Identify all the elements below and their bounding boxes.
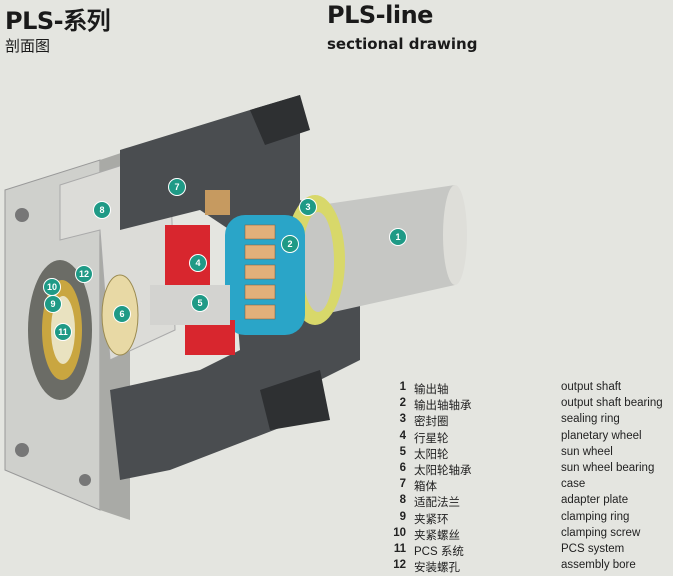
legend-zh-label: 夹紧环 — [414, 513, 449, 526]
legend-zh-label: 太阳轮 — [414, 448, 449, 461]
legend-en-label: output shaft — [561, 381, 622, 393]
legend-zh-label: 箱体 — [414, 481, 437, 494]
legend-number: 1 — [399, 381, 406, 393]
assembly-bore-hole — [15, 443, 29, 457]
legend-en-label: clamping ring — [561, 510, 630, 523]
legend-zh-label: 行星轮 — [414, 432, 449, 445]
legend-item: 11 PCS 系统 PCS system — [392, 543, 672, 559]
legend-zh-label: 输出轴轴承 — [414, 400, 472, 413]
marker-5: 5 — [191, 294, 209, 312]
legend-zh-label: 密封圈 — [414, 416, 449, 429]
planetary-wheel-lower — [185, 320, 235, 355]
legend-item: 8 适配法兰 adapter plate — [392, 494, 672, 510]
zh-subtitle: 剖面图 — [5, 37, 51, 55]
bearing-roller — [244, 224, 276, 240]
bearing-roller — [244, 304, 276, 320]
legend-en-label: sun wheel bearing — [561, 461, 655, 474]
legend-number: 4 — [399, 429, 406, 442]
legend-en-label: sealing ring — [561, 413, 620, 426]
bearing-roller — [244, 284, 276, 300]
legend-en-label: clamping screw — [561, 526, 641, 539]
legend-number: 10 — [393, 526, 406, 539]
legend-zh-label: 安装螺孔 — [414, 562, 460, 575]
legend-zh-label: 输出轴 — [414, 384, 449, 396]
marker-9: 9 — [44, 295, 62, 313]
marker-7: 7 — [168, 178, 186, 196]
legend-en-label: assembly bore — [561, 559, 636, 572]
zh-title: PLS-系列 — [5, 7, 111, 35]
marker-12: 12 — [75, 265, 93, 283]
sealing-ring-inner — [302, 212, 334, 312]
marker-6: 6 — [113, 305, 131, 323]
en-subtitle: sectional drawing — [327, 35, 478, 53]
legend-item: 4 行星轮 planetary wheel — [392, 430, 672, 446]
legend-en-label: adapter plate — [561, 494, 629, 507]
marker-11: 11 — [54, 323, 72, 341]
legend-item: 9 夹紧环 clamping ring — [392, 511, 672, 527]
legend-number: 8 — [399, 494, 406, 507]
legend-zh-label: 太阳轮轴承 — [414, 464, 472, 477]
marker-3: 3 — [299, 198, 317, 216]
legend-item: 1 输出轴 output shaft — [392, 381, 672, 397]
legend-number: 3 — [399, 413, 406, 426]
legend-zh-label: 夹紧螺丝 — [414, 529, 460, 542]
output-shaft — [320, 185, 455, 315]
legend-number: 9 — [399, 510, 406, 523]
oil-plug — [205, 190, 230, 215]
sun-wheel — [150, 285, 230, 325]
legend-item: 10 夹紧螺丝 clamping screw — [392, 527, 672, 543]
legend-item: 5 太阳轮 sun wheel — [392, 446, 672, 462]
legend-number: 12 — [393, 559, 406, 572]
legend-item: 3 密封圈 sealing ring — [392, 413, 672, 429]
en-title: PLS-line — [327, 1, 433, 29]
legend: 1 输出轴 output shaft 2 输出轴轴承 output shaft beari… — [392, 381, 672, 575]
bearing-roller — [244, 244, 276, 260]
assembly-bore-hole — [79, 474, 91, 486]
legend-item: 12 安装螺孔 assembly bore — [392, 559, 672, 575]
assembly-bore-hole — [15, 208, 29, 222]
legend-zh-label: 适配法兰 — [414, 497, 460, 510]
bearing-rollers — [244, 224, 276, 320]
marker-8: 8 — [93, 201, 111, 219]
legend-en-label: planetary wheel — [561, 429, 642, 442]
marker-1: 1 — [389, 228, 407, 246]
legend-zh-label: PCS 系统 — [414, 545, 464, 558]
legend-number: 5 — [399, 445, 406, 458]
legend-item: 7 箱体 case — [392, 478, 672, 494]
bearing-roller — [244, 264, 276, 280]
output-shaft-end — [443, 185, 467, 285]
legend-en-label: output shaft bearing — [561, 397, 663, 410]
legend-item: 2 输出轴轴承 output shaft bearing — [392, 397, 672, 413]
marker-2: 2 — [281, 235, 299, 253]
legend-en-label: case — [561, 478, 586, 491]
marker-10: 10 — [43, 278, 61, 296]
case-shadow-top — [250, 95, 310, 145]
legend-number: 6 — [399, 461, 406, 474]
legend-number: 2 — [399, 397, 406, 410]
legend-number: 7 — [399, 478, 406, 491]
case-shadow-bottom — [260, 370, 330, 430]
marker-4: 4 — [189, 254, 207, 272]
legend-item: 6 太阳轮轴承 sun wheel bearing — [392, 462, 672, 478]
legend-number: 11 — [393, 542, 406, 555]
legend-en-label: PCS system — [561, 542, 625, 555]
legend-en-label: sun wheel — [561, 445, 613, 458]
